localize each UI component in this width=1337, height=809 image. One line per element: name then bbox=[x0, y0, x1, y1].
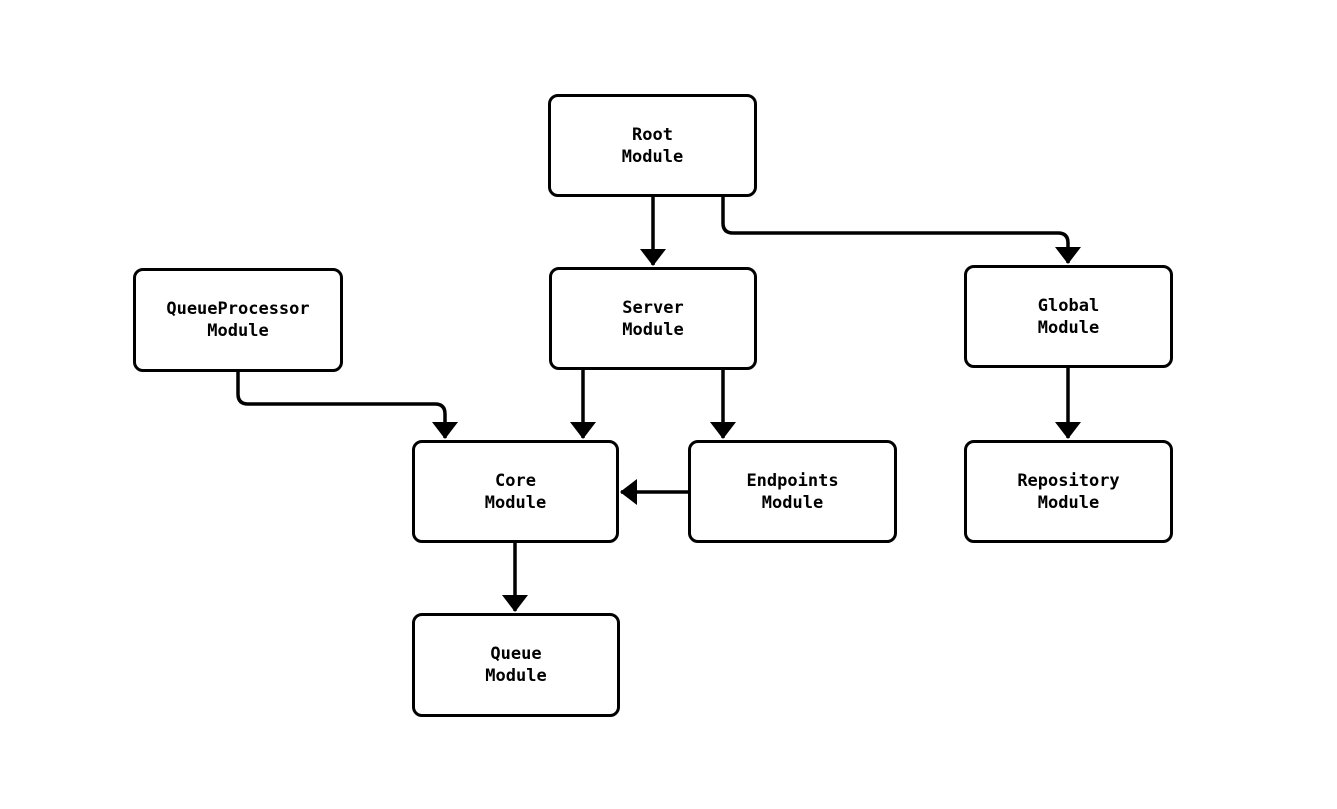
node-endpoints-module: Endpoints Module bbox=[688, 440, 897, 543]
node-queue-module-label-line2: Module bbox=[485, 666, 547, 686]
edge-queueprocessor-to-core bbox=[236, 371, 458, 439]
node-repository-module-label-line1: Repository bbox=[1017, 470, 1120, 491]
node-core-module: Core Module bbox=[412, 440, 619, 543]
node-repository-module: Repository Module bbox=[964, 440, 1173, 543]
node-core-module-label-line2: Module bbox=[484, 492, 547, 513]
node-root-module: Root Module bbox=[548, 94, 757, 197]
node-server-module-label-line1: Server bbox=[622, 297, 684, 318]
node-queueprocessor-module-label-line1: QueueProcessor bbox=[166, 299, 310, 319]
node-endpoints-module-label-line1: Endpoints bbox=[746, 470, 839, 491]
edge-root-to-global bbox=[721, 197, 1081, 264]
node-queueprocessor-module: QueueProcessor Module bbox=[133, 268, 343, 372]
node-repository-module-label-line2: Module bbox=[1037, 492, 1100, 513]
node-root-module-label-line1: Root bbox=[632, 124, 673, 145]
node-core-module-label-line1: Core bbox=[495, 470, 536, 491]
node-global-module: Global Module bbox=[964, 265, 1173, 368]
node-endpoints-module-label-line2: Module bbox=[761, 492, 824, 513]
node-global-module-label-line2: Module bbox=[1037, 317, 1100, 338]
node-queueprocessor-module-label-line2: Module bbox=[207, 321, 269, 341]
node-queue-module-label-line1: Queue bbox=[490, 644, 542, 664]
node-root-module-label-line2: Module bbox=[621, 146, 684, 167]
node-global-module-label-line1: Global bbox=[1037, 295, 1100, 316]
node-server-module: Server Module bbox=[549, 267, 757, 370]
node-queue-module: Queue Module bbox=[412, 613, 620, 717]
node-server-module-label-line2: Module bbox=[622, 319, 684, 340]
